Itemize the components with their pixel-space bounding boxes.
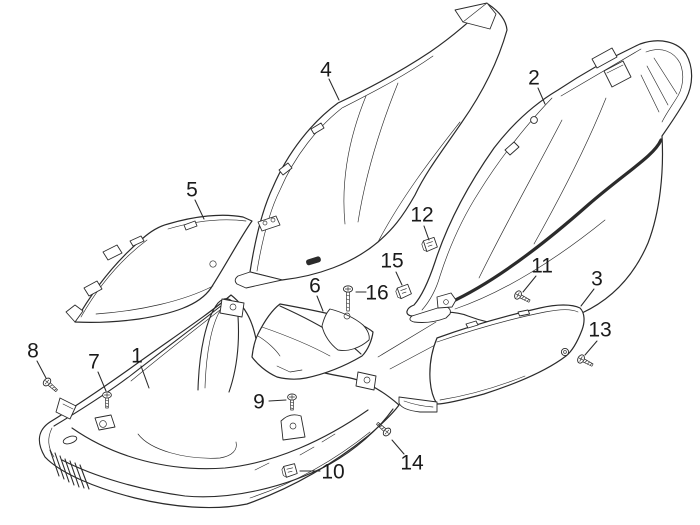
leader-line-14 xyxy=(391,439,405,455)
panel-2-drawing xyxy=(406,40,693,327)
callout-label-5: 5 xyxy=(186,178,198,202)
callout-label-15: 15 xyxy=(380,249,404,273)
panel-4-drawing xyxy=(234,2,508,289)
central-cover-drawing xyxy=(251,303,374,380)
leader-line-8 xyxy=(36,360,47,379)
callout-label-12: 12 xyxy=(410,203,434,227)
clip-12-icon xyxy=(420,236,439,253)
leader-line-11 xyxy=(522,275,537,293)
callout-label-16: 16 xyxy=(365,281,389,305)
callout-label-7: 7 xyxy=(88,350,100,374)
leader-line-12 xyxy=(423,225,430,241)
callout-label-13: 13 xyxy=(588,318,612,342)
leader-line-6 xyxy=(316,295,324,312)
leader-line-15 xyxy=(395,271,403,286)
callout-leader-lines xyxy=(36,78,598,472)
leader-line-3 xyxy=(580,288,595,307)
callout-label-2: 2 xyxy=(528,66,540,90)
screw-8-icon xyxy=(41,376,61,395)
callout-label-9: 9 xyxy=(253,390,265,414)
leader-line-9 xyxy=(268,399,287,402)
callout-label-8: 8 xyxy=(27,339,39,363)
panel-3-drawing xyxy=(398,304,585,413)
panel-5-drawing xyxy=(65,214,253,323)
callout-label-10: 10 xyxy=(321,460,345,484)
leader-line-2 xyxy=(537,87,546,105)
callout-label-6: 6 xyxy=(309,274,321,298)
leader-line-13 xyxy=(584,340,598,356)
leader-line-5 xyxy=(194,199,205,220)
leader-line-4 xyxy=(328,78,340,101)
screw-16-icon xyxy=(342,285,354,312)
leader-line-7 xyxy=(97,371,107,392)
callout-label-14: 14 xyxy=(400,451,424,475)
callout-label-3: 3 xyxy=(591,267,603,291)
screw-13-icon xyxy=(575,353,595,370)
callout-label-11: 11 xyxy=(531,254,553,278)
clip-15-icon xyxy=(394,283,413,300)
callout-label-4: 4 xyxy=(320,58,332,82)
leader-line-1 xyxy=(140,365,150,389)
callout-label-1: 1 xyxy=(131,344,143,368)
